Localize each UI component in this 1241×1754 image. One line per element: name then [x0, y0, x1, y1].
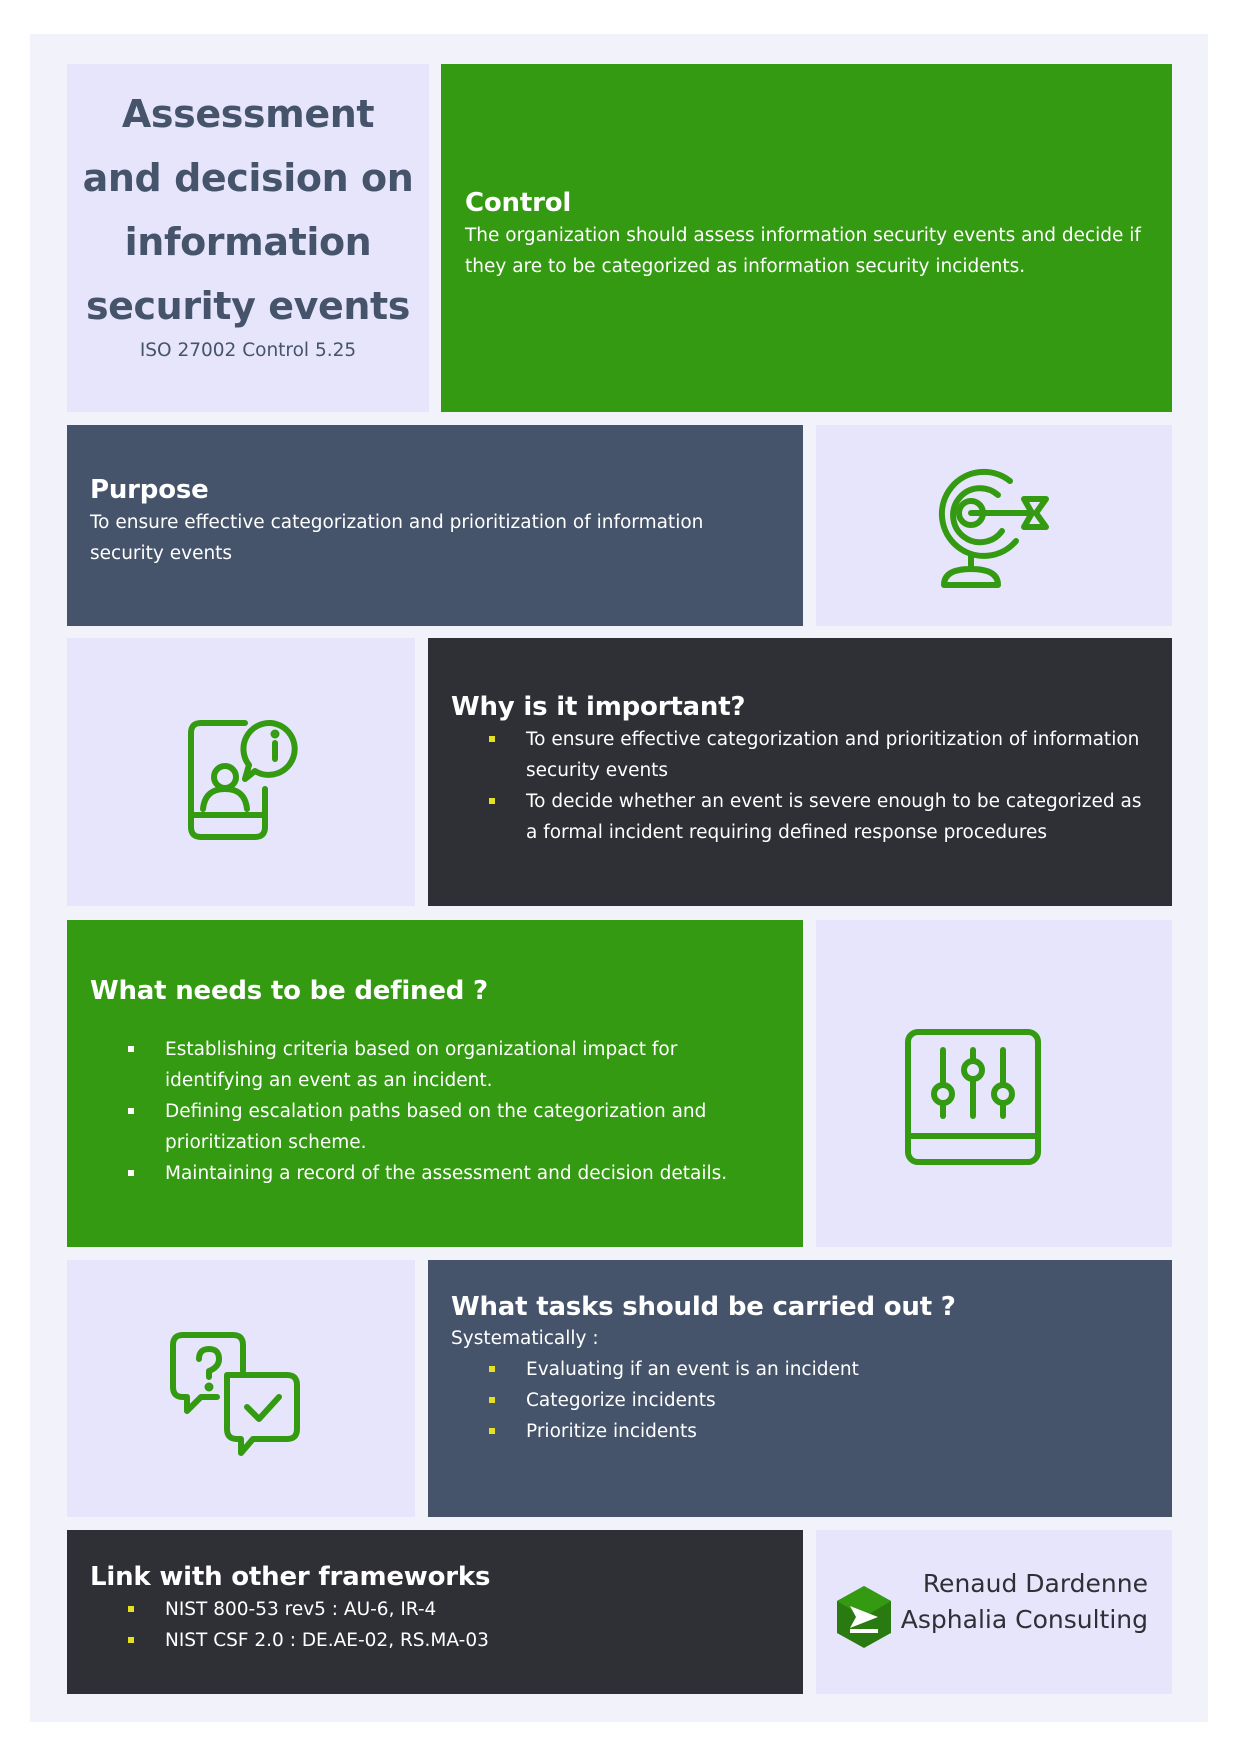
author-company: Asphalia Consulting — [900, 1605, 1148, 1634]
list-item: To ensure effective categorization and p… — [489, 724, 1148, 786]
chat-question-check-icon — [170, 1332, 300, 1456]
target-icon — [938, 468, 1049, 588]
control-text: The organization should assess informati… — [465, 225, 1141, 277]
control-heading: Control — [465, 188, 572, 218]
tasks-card: What tasks should be carried out ? Syste… — [428, 1260, 1172, 1517]
importance-heading: Why is it important? — [451, 692, 746, 722]
defined-card: What needs to be defined ? Establishing … — [67, 920, 803, 1247]
frameworks-list: NIST 800-53 rev5 : AU-6, IR-4 NIST CSF 2… — [90, 1594, 779, 1656]
purpose-text: To ensure effective categorization and p… — [90, 512, 704, 564]
list-item: Prioritize incidents — [489, 1416, 1148, 1447]
list-item: Maintaining a record of the assessment a… — [128, 1158, 773, 1189]
list-item: NIST CSF 2.0 : DE.AE-02, RS.MA-03 — [128, 1625, 779, 1656]
tasks-intro: Systematically : — [451, 1328, 599, 1349]
purpose-icon-card — [816, 425, 1172, 626]
importance-card: Why is it important? To ensure effective… — [428, 638, 1172, 906]
importance-icon-card — [67, 638, 415, 906]
importance-list: To ensure effective categorization and p… — [451, 724, 1148, 848]
sliders-icon — [905, 1029, 1041, 1165]
defined-list: Establishing criteria based on organizat… — [90, 1034, 773, 1189]
asphalia-logo-icon — [837, 1586, 891, 1648]
frameworks-card: Link with other frameworks NIST 800-53 r… — [67, 1530, 803, 1694]
page-title-line: and decision on — [82, 156, 414, 200]
page-title-line: information — [124, 220, 372, 264]
list-item: Evaluating if an event is an incident — [489, 1354, 1148, 1385]
tasks-list: Evaluating if an event is an incident Ca… — [451, 1354, 1148, 1447]
purpose-heading: Purpose — [90, 475, 209, 505]
defined-icon-card — [816, 920, 1172, 1247]
phone-info-icon — [188, 719, 298, 840]
page-title-line: Assessment — [121, 92, 375, 136]
purpose-card: Purpose To ensure effective categorizati… — [67, 425, 803, 626]
list-item: To decide whether an event is severe eno… — [489, 786, 1148, 848]
list-item: Categorize incidents — [489, 1385, 1148, 1416]
author-card: Renaud Dardenne Asphalia Consulting — [816, 1530, 1172, 1694]
control-card: Control The organization should assess i… — [441, 64, 1172, 412]
page-title-line: security events — [85, 284, 411, 328]
frameworks-heading: Link with other frameworks — [90, 1562, 491, 1592]
list-item: NIST 800-53 rev5 : AU-6, IR-4 — [128, 1594, 779, 1625]
tasks-icon-card — [67, 1260, 415, 1517]
title-card: Assessment and decision on information s… — [67, 64, 429, 412]
defined-heading: What needs to be defined ? — [90, 976, 488, 1006]
page-subtitle: ISO 27002 Control 5.25 — [139, 340, 357, 361]
author-name: Renaud Dardenne — [922, 1569, 1148, 1598]
list-item: Defining escalation paths based on the c… — [128, 1096, 773, 1158]
list-item: Establishing criteria based on organizat… — [128, 1034, 773, 1096]
tasks-heading: What tasks should be carried out ? — [451, 1292, 956, 1322]
